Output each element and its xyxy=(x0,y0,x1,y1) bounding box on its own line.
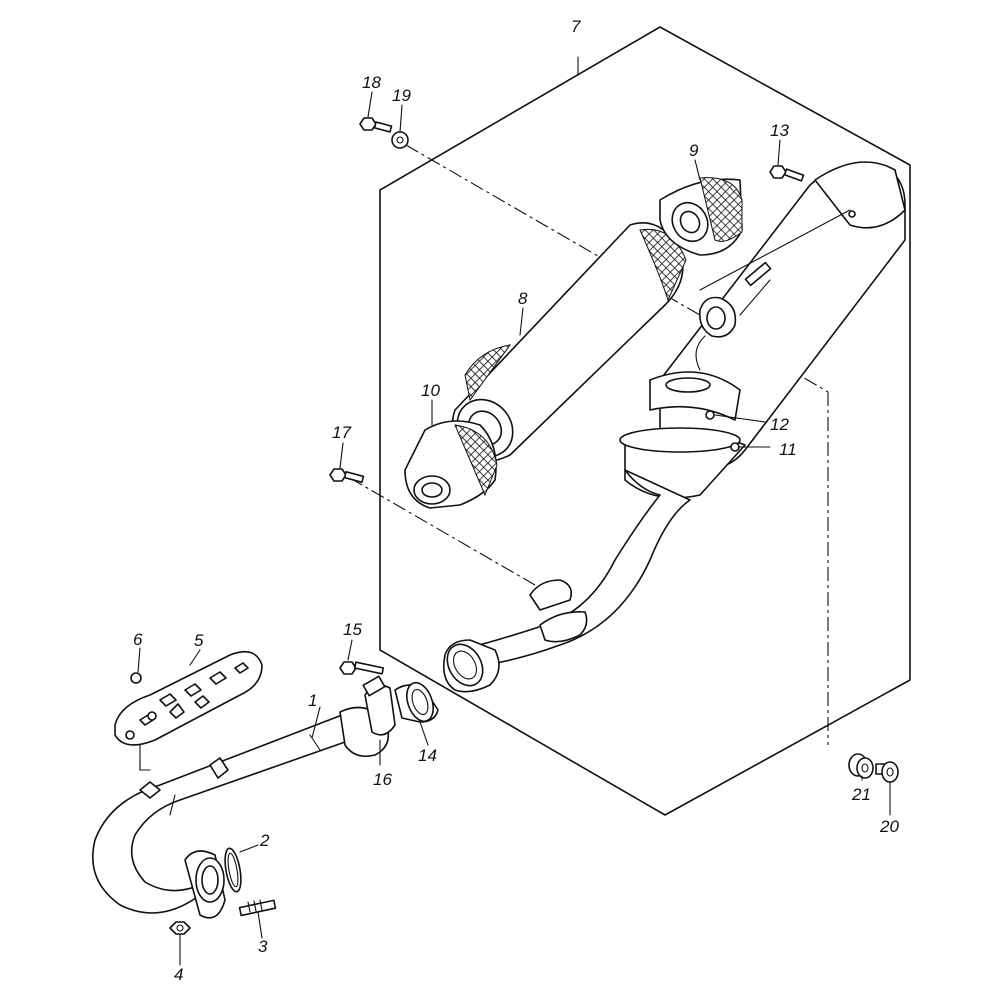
muffler-sleeve xyxy=(451,221,687,463)
callout-9: 9 xyxy=(689,141,699,160)
callout-labels: 1 2 3 4 5 6 7 8 9 10 11 12 13 14 15 16 1… xyxy=(133,17,899,984)
header-pipe xyxy=(91,706,390,919)
callout-3: 3 xyxy=(258,937,268,956)
stud-bolt xyxy=(238,899,277,917)
callout-2: 2 xyxy=(259,831,270,850)
callout-6: 6 xyxy=(133,630,143,649)
end-cap-cone xyxy=(659,177,743,256)
callout-18: 18 xyxy=(362,73,381,92)
callout-10: 10 xyxy=(421,381,440,400)
bolt-18 xyxy=(359,117,393,133)
leader-lines xyxy=(137,91,891,966)
nut-4 xyxy=(169,921,191,935)
callout-20: 20 xyxy=(879,817,899,836)
callout-4: 4 xyxy=(174,965,183,984)
callout-16: 16 xyxy=(373,770,392,789)
callout-15: 15 xyxy=(343,620,362,639)
muffler-assembly-box xyxy=(379,26,911,816)
connector-pipe xyxy=(394,681,439,723)
bolt-13 xyxy=(769,165,805,182)
callout-14: 14 xyxy=(418,746,437,765)
callout-1: 1 xyxy=(308,691,317,710)
end-cap xyxy=(404,420,498,509)
callout-13: 13 xyxy=(770,121,789,140)
callout-8: 8 xyxy=(518,289,528,308)
callout-7: 7 xyxy=(571,17,581,36)
callout-11: 11 xyxy=(779,440,797,459)
grommet-21 xyxy=(848,753,874,779)
gasket xyxy=(224,847,242,893)
bolt-15 xyxy=(339,661,385,675)
nut-6 xyxy=(130,672,142,684)
heat-shield xyxy=(114,650,263,771)
callout-21: 21 xyxy=(851,785,871,804)
collar-20 xyxy=(875,761,899,783)
callout-12: 12 xyxy=(770,415,789,434)
washer-19 xyxy=(391,131,409,149)
clamp xyxy=(362,675,396,766)
callout-19: 19 xyxy=(392,86,411,105)
bolt-17 xyxy=(329,468,365,484)
muffler-body xyxy=(442,161,906,693)
callout-17: 17 xyxy=(332,423,351,442)
callout-5: 5 xyxy=(194,631,204,650)
